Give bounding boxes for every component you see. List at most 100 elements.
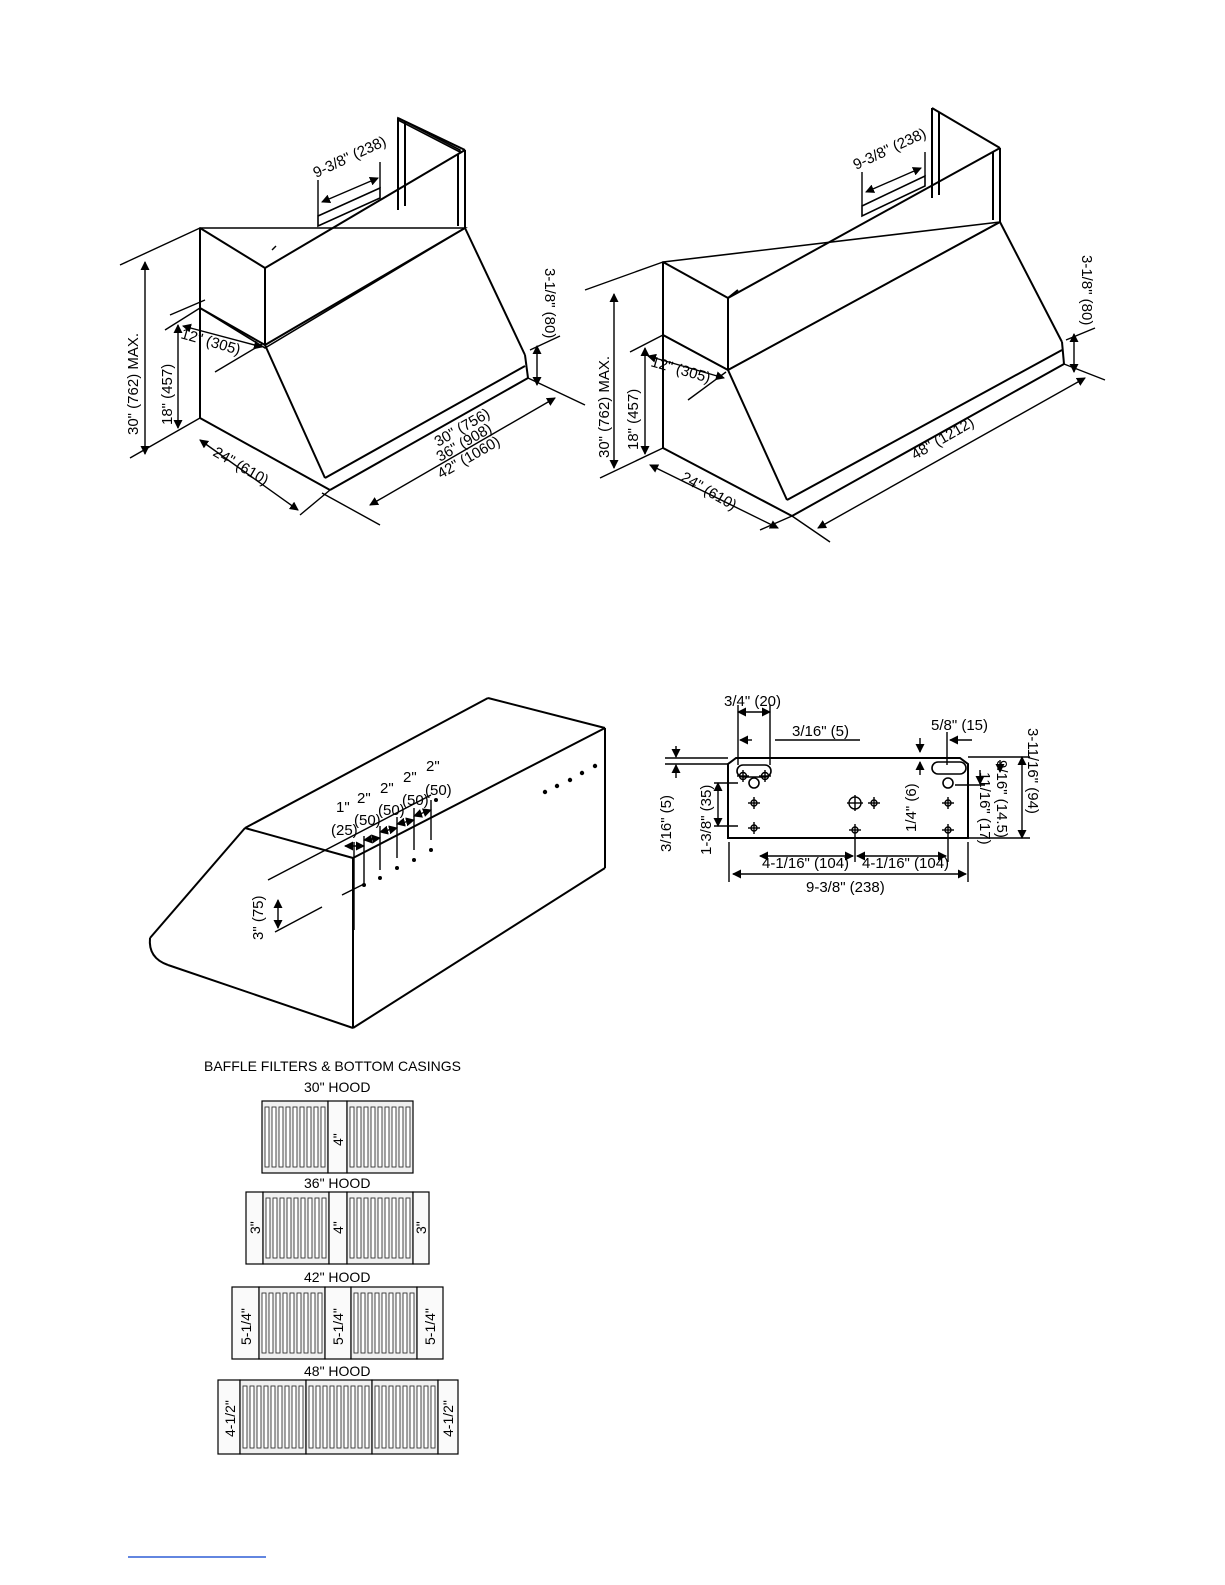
d1-label: 9/16" (14.5) [993, 760, 1010, 838]
baffle-slat [275, 1292, 281, 1354]
baffle-slat [391, 1197, 397, 1259]
hood36-center-label: 4" [330, 1221, 346, 1234]
baffle-slat [272, 1197, 278, 1259]
baffle-slat [356, 1106, 362, 1168]
baffle-slat [322, 1385, 328, 1449]
baffle-slat [367, 1292, 373, 1354]
baffle-slat [314, 1197, 320, 1259]
baffle-slat [363, 1197, 369, 1259]
baffle-slat [349, 1197, 355, 1259]
spacing-4-mm-label: (50) [402, 792, 429, 809]
hood36-right-label: 3" [413, 1221, 429, 1234]
slot-gap-label: 3/16" (5) [792, 723, 849, 740]
baffle-slat [265, 1197, 271, 1259]
baffle-slat [286, 1197, 292, 1259]
hood36-left-label: 3" [247, 1221, 263, 1234]
hood-large-top-mount-label: 9-3/8" (238) [851, 125, 930, 174]
baffle-slat [423, 1385, 429, 1449]
baffle-slat [291, 1385, 297, 1449]
hood42-right-label: 5-1/4" [422, 1308, 438, 1345]
span-right-label: 4-1/16" (104) [862, 855, 949, 872]
baffle-slat [353, 1292, 359, 1354]
baffle-slat [384, 1106, 390, 1168]
baffle-slat [271, 1106, 277, 1168]
baffle-slat [242, 1385, 248, 1449]
baffle-slat [292, 1106, 298, 1168]
hood-large-lip-label: 3-1/8" (80) [1078, 255, 1095, 325]
baffle-slat [310, 1292, 316, 1354]
baffle-slat [416, 1385, 422, 1449]
vertical-spacing-label: 3" (75) [250, 895, 267, 940]
baffle-slat [360, 1292, 366, 1354]
bracket-height-label: 3-11/16" (94) [1024, 728, 1041, 814]
spacing-2-mm-label: (50) [354, 812, 381, 829]
spacing-4-label: 2" [403, 769, 417, 786]
slot-right-label: 5/8" (15) [931, 717, 988, 734]
span-left-label: 4-1/16" (104) [762, 855, 849, 872]
baffle-slat [315, 1385, 321, 1449]
mounting-bracket-diagram: 3/4" (20) 3/16" (5) 5/8" (15) 3/16" (5) … [658, 693, 1041, 896]
baffle-slat [285, 1106, 291, 1168]
hood48-left-label: 4-1/2" [222, 1400, 238, 1437]
baffle-slat [409, 1385, 415, 1449]
baffle-slat [384, 1197, 390, 1259]
baffle-slat [395, 1385, 401, 1449]
spacing-3-label: 2" [380, 780, 394, 797]
mounting-hole-layout-diagram: 1" 2" 2" 2" 2" (25) (50) (50) (50) (50) … [148, 697, 606, 1029]
baffle-slat [409, 1292, 415, 1354]
baffle-slat [277, 1385, 283, 1449]
baffle-slat [388, 1385, 394, 1449]
baffle-slat [402, 1385, 408, 1449]
baffle-slat [377, 1106, 383, 1168]
baffle-slat [289, 1292, 295, 1354]
hood-diagram-48: 9-3/8" (238) 3-1/8" (80) 12" (305) 30" (… [584, 107, 1106, 543]
baffle-slat [377, 1197, 383, 1259]
d2-label: 11/16" (17) [976, 772, 993, 845]
baffle-slat [320, 1106, 326, 1168]
baffle-slat [357, 1385, 363, 1449]
baffle-slat [261, 1292, 267, 1354]
baffle-slat [398, 1106, 404, 1168]
hood36-filter-set: 3" 4" 3" [245, 1191, 430, 1265]
hood-large-depth-top-label: 12" (305) [649, 354, 713, 387]
bracket-holes [737, 770, 954, 836]
spacing-1-label: 1" [336, 799, 350, 816]
baffle-filters-section: BAFFLE FILTERS & BOTTOM CASINGS 30" HOOD… [204, 1058, 461, 1455]
hood-small-depth-top-label: 12" (305) [179, 326, 243, 359]
baffle-slat [296, 1292, 302, 1354]
hood30-center-label: 4" [330, 1133, 346, 1146]
baffle-slat [306, 1106, 312, 1168]
baffle-slat [279, 1197, 285, 1259]
baffle-slat [356, 1197, 362, 1259]
baffle-slat [430, 1385, 436, 1449]
slot-width-label: 3/4" (20) [724, 693, 781, 710]
hood42-left-label: 5-1/4" [238, 1308, 254, 1345]
baffle-slat [321, 1197, 327, 1259]
baffle-slat [388, 1292, 394, 1354]
hood30-title: 30" HOOD [304, 1079, 370, 1095]
baffle-slat [263, 1385, 269, 1449]
baffle-slat [363, 1106, 369, 1168]
hole-vertical-label: 1-3/8" (35) [698, 785, 715, 855]
baffle-slat [381, 1385, 387, 1449]
baffle-slat [405, 1106, 411, 1168]
hood30-filter-set: 4" [261, 1100, 414, 1174]
hood48-title: 48" HOOD [304, 1363, 370, 1379]
hood-diagram-30-36-42: 9-3/8" (238) 3-1/8" (80) 12" (305) 30" (… [119, 116, 586, 526]
baffle-slat [370, 1197, 376, 1259]
baffle-slat [313, 1106, 319, 1168]
hood36-title: 36" HOOD [304, 1175, 370, 1191]
spacing-3-mm-label: (50) [378, 802, 405, 819]
hood48-filter-set: 4-1/2" 4-1/2" [217, 1379, 459, 1455]
baffle-slat [381, 1292, 387, 1354]
baffle-slat [249, 1385, 255, 1449]
baffle-slat [364, 1385, 370, 1449]
hood42-center-label: 5-1/4" [330, 1308, 346, 1345]
baffle-slat [370, 1106, 376, 1168]
hood-large-height-max-label: 30" (762) MAX. [596, 356, 613, 458]
baffle-slat [398, 1197, 404, 1259]
spacing-1-mm-label: (25) [331, 822, 358, 839]
hood-large-depth-label: 24" (610) [678, 469, 740, 514]
baffle-slat [317, 1292, 323, 1354]
